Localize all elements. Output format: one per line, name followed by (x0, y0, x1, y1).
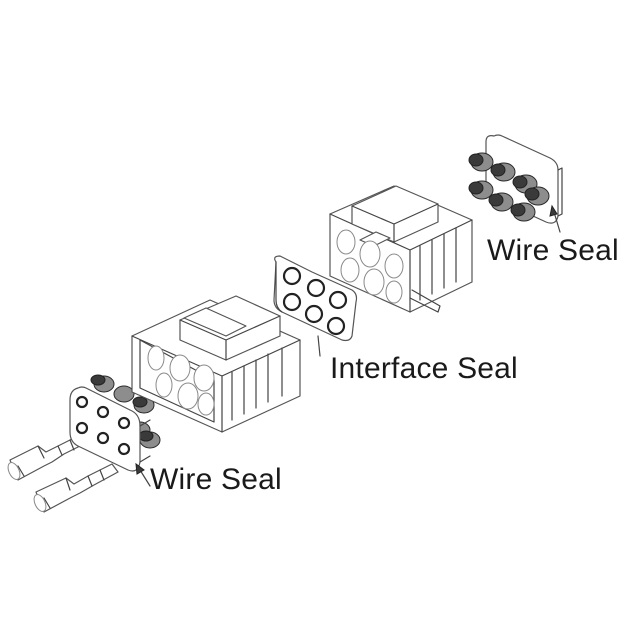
terminal-pin-upper (7, 432, 91, 481)
connector-housing-left (131, 295, 301, 433)
terminal-pin-lower (33, 463, 119, 513)
seal-plugs-top (468, 152, 550, 222)
label-wire-seal-top: Wire Seal (487, 234, 619, 267)
wire-seal-bottom-part (69, 374, 161, 472)
leader-arrow-bottom (135, 462, 151, 487)
wire-seal-top-part (468, 134, 563, 224)
label-wire-seal-bottom: Wire Seal (150, 463, 282, 496)
leader-arrow-top (549, 204, 561, 233)
label-interface-seal: Interface Seal (330, 352, 518, 385)
interface-seal-part (273, 255, 358, 357)
connector-housing-right (329, 185, 473, 313)
